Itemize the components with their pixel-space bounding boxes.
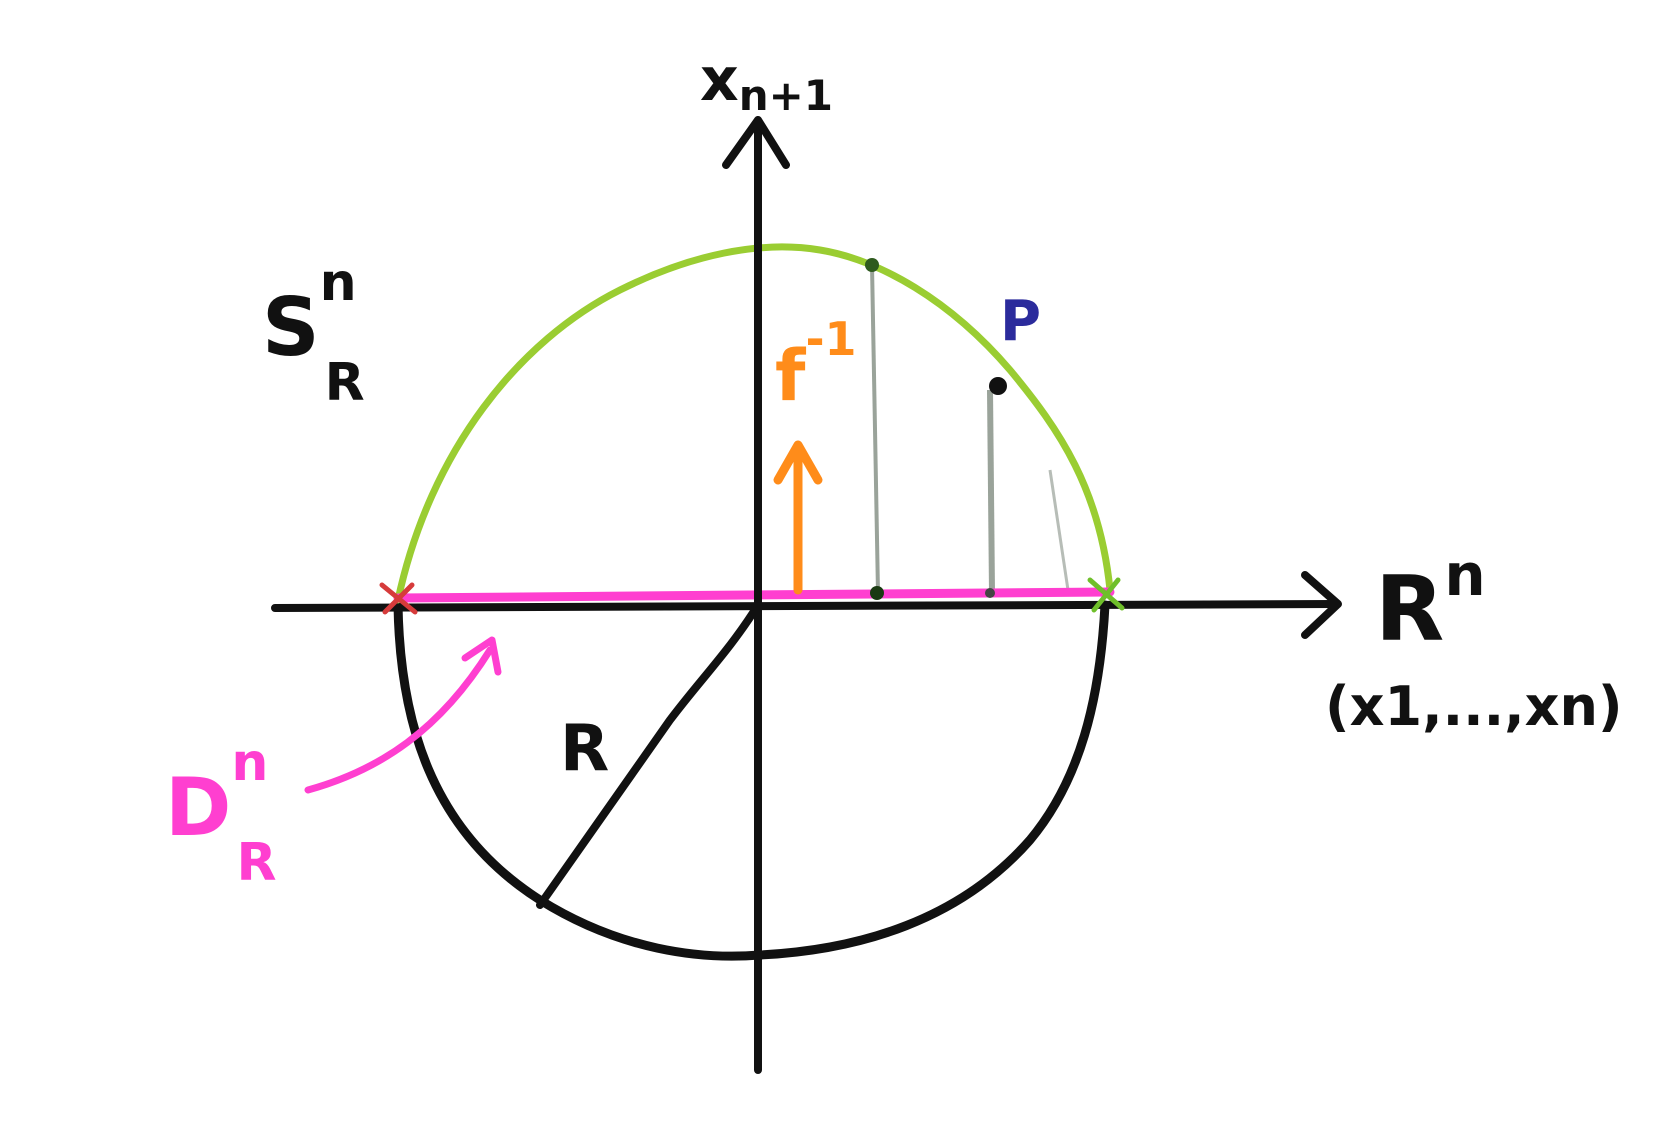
projection-line-3 <box>1048 469 1070 591</box>
map-arrow-head <box>773 440 823 485</box>
point-label: P <box>1000 289 1041 354</box>
point-p <box>989 377 1007 395</box>
disk-pointer-arrow <box>304 646 494 794</box>
map-label: f-1 <box>775 312 857 417</box>
projection-line-1 <box>870 264 880 594</box>
upper-semicircle <box>394 243 1114 604</box>
horizontal-axis <box>271 600 1339 612</box>
horizontal-axis-coordinates: (x1,...,xn) <box>1325 675 1623 738</box>
radius-label: R <box>560 712 609 786</box>
axis-point-2 <box>985 588 995 598</box>
right-end-mark <box>1087 577 1125 613</box>
disk-pointer-arrowhead <box>461 636 502 676</box>
vertical-axis-label: xn+1 <box>700 45 833 120</box>
projection-line-2 <box>987 389 995 594</box>
vertical-axis-arrowhead <box>722 116 790 169</box>
horizontal-axis-arrowhead <box>1301 571 1342 639</box>
axis-point-1 <box>870 586 884 600</box>
horizontal-axis-label: Rn <box>1375 541 1486 662</box>
radius-line <box>536 601 762 909</box>
lower-semicircle <box>393 600 1110 961</box>
left-end-mark <box>379 582 418 615</box>
sphere-point-top <box>865 258 879 272</box>
